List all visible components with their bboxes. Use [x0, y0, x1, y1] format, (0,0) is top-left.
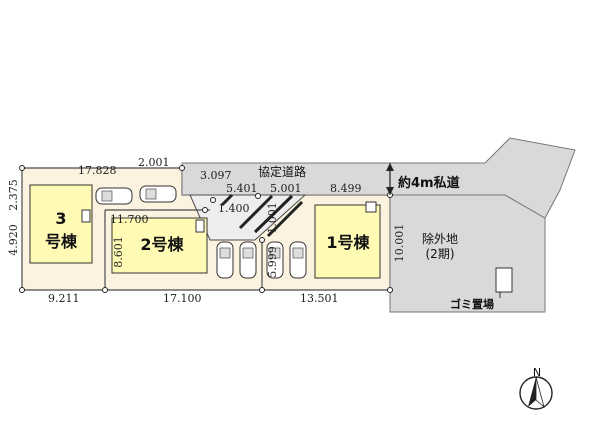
building-3-number: 3 [55, 209, 66, 228]
dim-diag-a: 1.001 [266, 202, 279, 234]
unit-marker [81, 209, 91, 223]
building-1 [314, 204, 381, 279]
excluded-land-label: 除外地 [422, 231, 458, 246]
dim-lot1-right: 10.001 [393, 224, 406, 263]
car-icon [216, 241, 234, 279]
dim-inner-width: 11.700 [110, 213, 149, 226]
dim-corner-small: 2.001 [138, 156, 170, 169]
garbage-area-label: ゴミ置場 [450, 297, 494, 311]
dim-lot1-left: 5.999 [266, 246, 279, 278]
survey-points [19, 165, 393, 293]
dim-road-b: 5.401 [226, 182, 258, 195]
excluded-land-phase: (2期) [426, 247, 455, 261]
building-2 [111, 217, 208, 274]
dim-road-c: 5.001 [270, 182, 302, 195]
car-icon [95, 187, 133, 205]
dim-lot2-depth: 8.601 [112, 236, 125, 268]
dim-top-right: 8.499 [330, 182, 362, 195]
agreement-road-hatch [189, 193, 307, 241]
unit-marker [195, 219, 205, 233]
unit-marker [365, 201, 377, 213]
north-compass-icon: N [519, 366, 553, 410]
arrow-head-icon [386, 187, 394, 195]
agreement-road-label: 協定道路 [258, 164, 306, 179]
car-icon [139, 185, 177, 203]
dim-top-left: 17.828 [78, 164, 117, 177]
dim-left-main: 4.920 [7, 224, 20, 256]
private-road-label: 約4m私道 [398, 175, 460, 191]
excluded-land-area [389, 194, 546, 313]
building-2-label: 2号棟 [140, 235, 184, 254]
building-3-label: 号棟 [45, 232, 78, 251]
car-icon [239, 241, 257, 279]
building-3 [29, 184, 93, 264]
north-label: N [533, 366, 541, 379]
dim-inner-small: 1.400 [218, 202, 250, 215]
car-icon [289, 241, 307, 279]
arrow-head-icon [386, 163, 394, 171]
building-1-label: 1号棟 [326, 233, 370, 252]
dim-road-a: 3.097 [200, 169, 232, 182]
dim-bottom-mid: 17.100 [163, 292, 202, 305]
dim-left-top: 2.375 [7, 179, 20, 211]
dim-bottom-left: 9.211 [48, 292, 80, 305]
dim-bottom-right: 13.501 [300, 292, 339, 305]
garbage-area [495, 267, 513, 293]
car-icon [266, 241, 284, 279]
